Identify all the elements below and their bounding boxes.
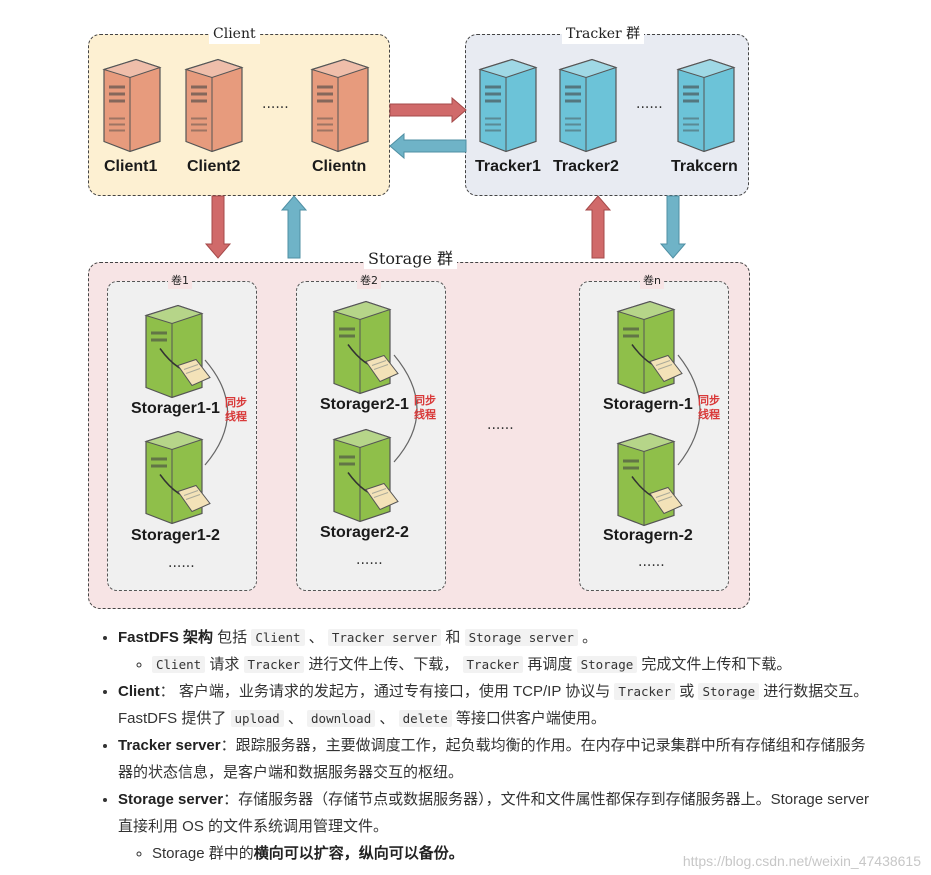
tracker-server-icon xyxy=(559,58,617,153)
inline-code: delete xyxy=(398,710,452,727)
text: ：存储服务器（存储节点或数据服务器），文件和文件属性都保存到存储服务器上。Sto… xyxy=(118,791,869,835)
sync-label-line1: 同步 xyxy=(698,394,720,407)
tracker-server-icon xyxy=(479,58,537,153)
storage-to-tracker-arrow-icon xyxy=(584,195,612,259)
client-label: Clientn xyxy=(312,158,367,175)
watermark: https://blog.csdn.net/weixin_47438615 xyxy=(682,853,921,869)
sync-curve xyxy=(677,354,701,466)
client-server-icon xyxy=(311,58,369,153)
volume-title: 卷1 xyxy=(168,273,192,289)
client-ellipsis: ...... xyxy=(262,96,289,112)
storage-server-icon xyxy=(333,428,399,523)
text: Storage 群中的 xyxy=(152,845,254,862)
bullet-client: Client： 客户端，业务请求的发起方，通过专有接口，使用 TCP/IP 协议… xyxy=(118,678,880,732)
text: 进行数据交互。FastDFS 提供了 xyxy=(118,683,869,727)
client-server-icon xyxy=(185,58,243,153)
inline-code: upload xyxy=(230,710,284,727)
sync-thread-label: 同步 线程 xyxy=(411,394,439,422)
bold-term: FastDFS 架构 xyxy=(118,629,214,646)
storage-server-icon xyxy=(617,432,683,527)
inline-code: Tracker xyxy=(614,683,676,700)
text: 请求 xyxy=(205,656,244,673)
text: 、 xyxy=(304,629,328,646)
response-arrow-icon xyxy=(389,132,467,160)
sync-thread-label: 同步 线程 xyxy=(222,396,250,424)
storage-label: Storagern-2 xyxy=(603,527,693,544)
tracker-to-storage-arrow-icon xyxy=(659,195,687,259)
storage-label: Storager2-2 xyxy=(320,524,409,541)
sync-thread-label: 同步 线程 xyxy=(695,394,723,422)
inline-code: Tracker server xyxy=(327,629,442,646)
tracker-group-title: Tracker 群 xyxy=(562,24,645,44)
sync-label-line2: 线程 xyxy=(225,410,247,423)
text: 再调度 xyxy=(523,656,577,673)
sync-curve xyxy=(204,359,229,466)
sync-label-line2: 线程 xyxy=(698,408,720,421)
client-group-title: Client xyxy=(209,24,260,44)
inline-code: Tracker xyxy=(462,656,524,673)
tracker-ellipsis: ...... xyxy=(636,96,663,112)
storage-label: Storager1-2 xyxy=(131,527,220,544)
inline-code: Storage server xyxy=(464,629,578,646)
sync-label-line2: 线程 xyxy=(414,408,436,421)
sync-label-line1: 同步 xyxy=(414,394,436,407)
inline-code: download xyxy=(307,710,376,727)
volume-ellipsis: ...... xyxy=(168,555,195,571)
storage-group-title: Storage 群 xyxy=(364,249,458,269)
inline-code: Storage xyxy=(576,656,638,673)
bullet-tracker: Tracker server：跟踪服务器，主要做调度工作，起负载均衡的作用。在内… xyxy=(118,732,880,786)
tracker-label: Tracker2 xyxy=(553,158,619,175)
inline-code: Tracker xyxy=(243,656,305,673)
volume-title: 卷n xyxy=(640,273,664,289)
request-arrow-icon xyxy=(389,96,467,124)
text: 进行文件上传、下载， xyxy=(304,656,463,673)
sub-bullet-request-flow: Client 请求 Tracker 进行文件上传、下载， Tracker 再调度… xyxy=(152,651,880,678)
storage-label: Storager2-1 xyxy=(320,396,409,413)
text: ： 客户端，业务请求的发起方，通过专有接口，使用 TCP/IP 协议与 xyxy=(159,683,615,700)
text: 、 xyxy=(375,710,399,727)
text: 等接口供客户端使用。 xyxy=(451,710,606,727)
tracker-label: Tracker1 xyxy=(475,158,541,175)
text: 或 xyxy=(675,683,699,700)
storage-server-icon xyxy=(617,300,683,395)
client-label: Client2 xyxy=(187,158,241,175)
storage-server-icon xyxy=(145,304,211,399)
tracker-label: Trakcern xyxy=(671,158,738,175)
volume-ellipsis: ...... xyxy=(638,554,665,570)
sync-label-line1: 同步 xyxy=(225,396,247,409)
client-to-storage-arrow-icon xyxy=(204,195,232,259)
bold-term: 横向可以扩容，纵向可以备份。 xyxy=(253,845,464,862)
text: ：跟踪服务器，主要做调度工作，起负载均衡的作用。在内存中记录集群中所有存储组和存… xyxy=(118,737,866,781)
bold-term: Tracker server xyxy=(118,737,221,754)
sync-curve xyxy=(393,354,418,463)
storage-label: Storagern-1 xyxy=(603,396,693,413)
bullet-architecture: FastDFS 架构 包括 Client 、 Tracker server 和 … xyxy=(118,624,880,678)
storage-to-client-arrow-icon xyxy=(280,195,308,259)
text: 完成文件上传和下载。 xyxy=(637,656,792,673)
text: 和 xyxy=(441,629,465,646)
inline-code: Storage xyxy=(698,683,760,700)
text: 。 xyxy=(577,629,598,646)
storage-label: Storager1-1 xyxy=(131,400,220,417)
diagram-graphics xyxy=(103,58,735,527)
bold-term: Client xyxy=(118,683,160,700)
client-label: Client1 xyxy=(104,158,158,175)
description-list: FastDFS 架构 包括 Client 、 Tracker server 和 … xyxy=(100,624,880,867)
bullet-storage: Storage server：存储服务器（存储节点或数据服务器），文件和文件属性… xyxy=(118,786,880,867)
sub-bullet-storage-scaling: Storage 群中的横向可以扩容，纵向可以备份。 xyxy=(152,840,880,867)
volume-ellipsis: ...... xyxy=(356,552,383,568)
tracker-server-icon xyxy=(677,58,735,153)
bold-term: Storage server xyxy=(118,791,224,808)
inline-code: Client xyxy=(251,629,305,646)
client-server-icon xyxy=(103,58,161,153)
storage-middle-ellipsis: ...... xyxy=(487,417,514,433)
text: 包括 xyxy=(213,629,252,646)
volume-title: 卷2 xyxy=(357,273,381,289)
storage-server-icon xyxy=(145,430,211,525)
text: 、 xyxy=(283,710,308,727)
inline-code: Client xyxy=(152,656,206,673)
storage-server-icon xyxy=(333,300,399,395)
